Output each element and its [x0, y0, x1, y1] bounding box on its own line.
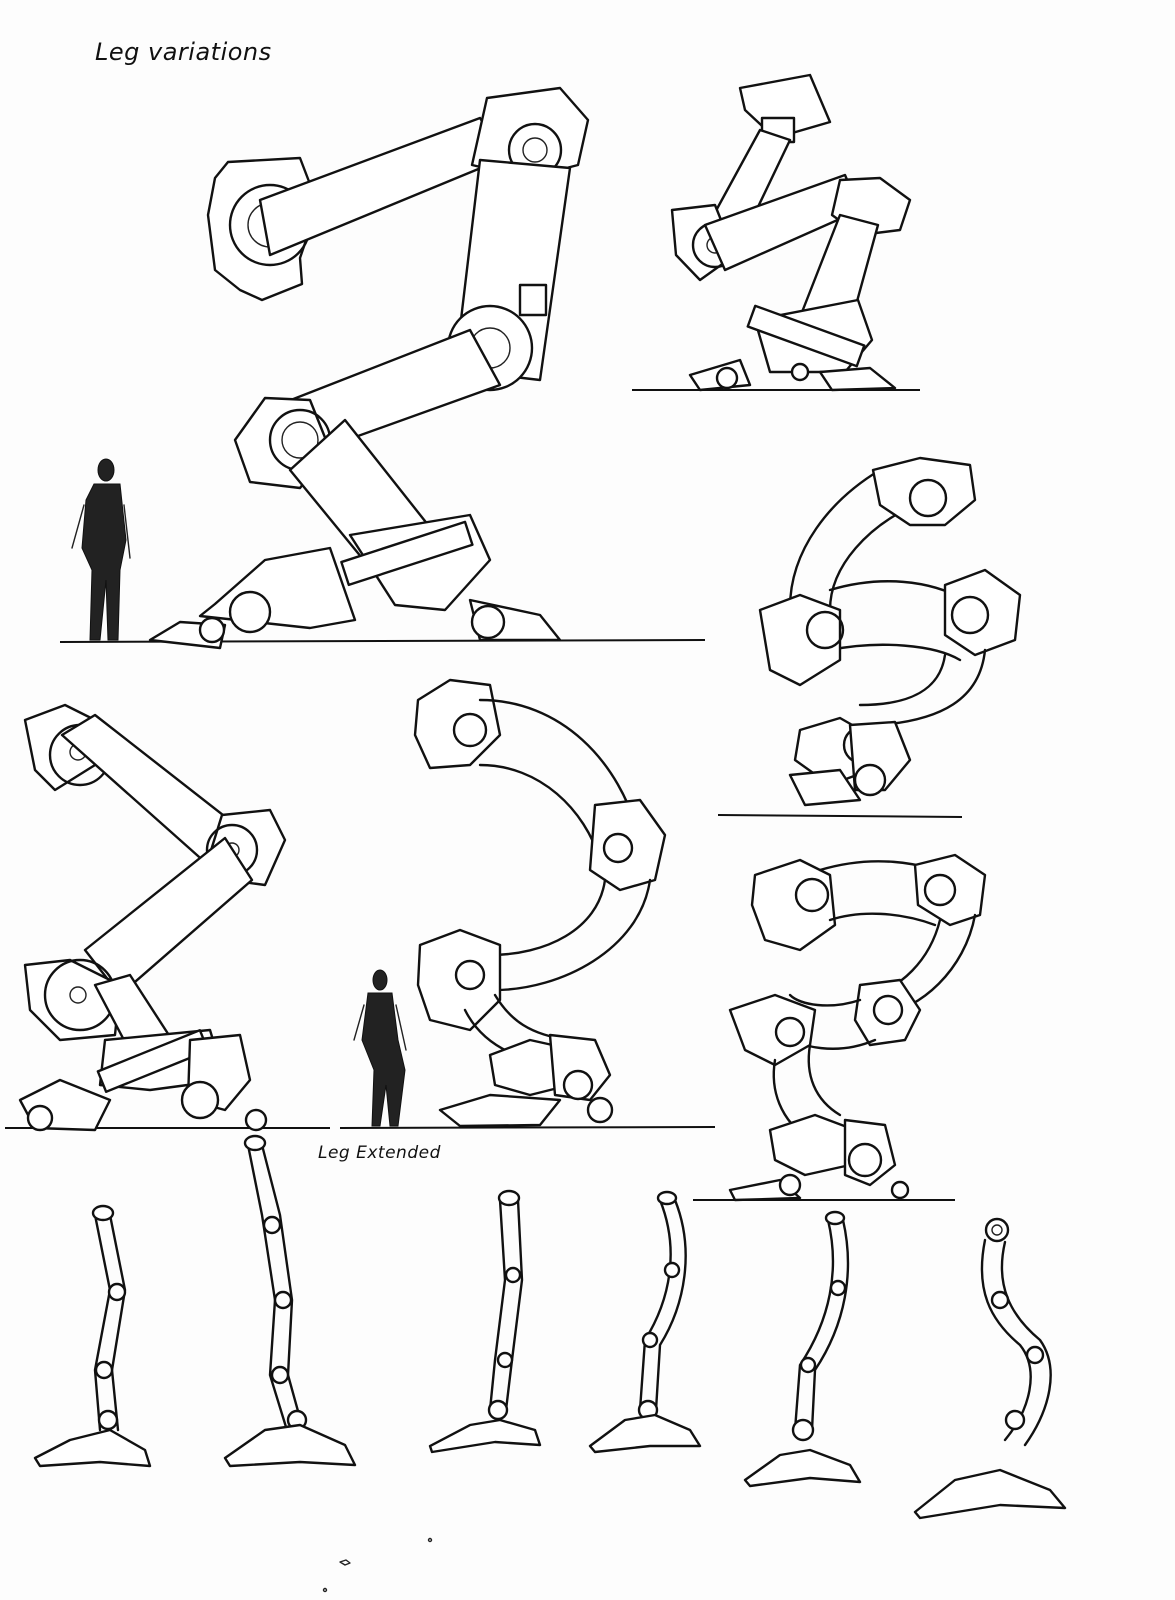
extended-leg-1	[33, 1204, 152, 1468]
scale-figure-2	[353, 969, 407, 1127]
leg-sketch-5	[413, 678, 667, 1128]
leg-sketch-large-1	[148, 86, 590, 650]
leg-sketch-2	[670, 73, 912, 392]
sheet-title: Leg variations	[95, 38, 272, 66]
extended-leg-6	[913, 1217, 1067, 1520]
ground-line-5	[339, 1126, 716, 1129]
leg-sketch-3	[758, 456, 1022, 807]
leg-sketch-6	[728, 853, 987, 1202]
leg-sketch-4	[18, 703, 287, 1132]
ground-line-3	[717, 814, 963, 818]
leg-extended-label: Leg Extended	[318, 1143, 441, 1163]
extended-leg-2	[223, 1134, 357, 1468]
stray-marks	[322, 1537, 433, 1593]
scale-figure-1	[71, 458, 131, 641]
extended-leg-5	[743, 1210, 862, 1488]
extended-leg-4	[588, 1190, 702, 1454]
extended-leg-3	[428, 1189, 542, 1454]
